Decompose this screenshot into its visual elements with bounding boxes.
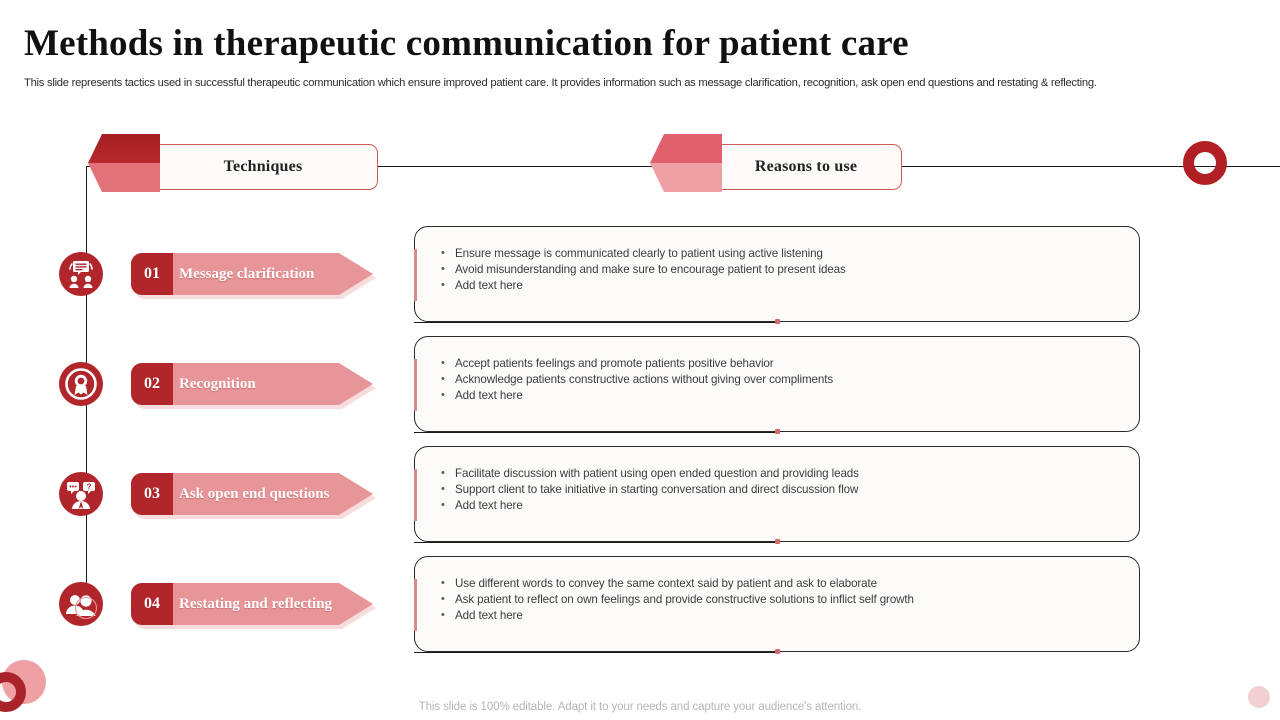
reasons-card-03: Facilitate discussion with patient using…	[414, 446, 1140, 542]
card-tick-marker-04	[775, 649, 780, 654]
reasons-list-02: Accept patients feelings and promote pat…	[415, 337, 1139, 405]
ribbon-top	[650, 134, 722, 163]
list-item: Ensure message is communicated clearly t…	[441, 245, 1139, 262]
card-tick-marker-01	[775, 319, 780, 324]
technique-bar-02[interactable]: 02 Recognition	[131, 363, 376, 409]
svg-text:?: ?	[87, 482, 92, 491]
list-item: Add text here	[441, 497, 1139, 514]
reasons-list-01: Ensure message is communicated clearly t…	[415, 227, 1139, 295]
technique-number-04: 04	[131, 583, 173, 625]
column-header-reasons-label: Reasons to use	[710, 144, 902, 190]
technique-label-02: Recognition	[179, 375, 256, 392]
award-medal-icon	[59, 362, 103, 406]
two-people-icon	[59, 582, 103, 626]
list-item: Avoid misunderstanding and make sure to …	[441, 261, 1139, 278]
reasons-card-04: Use different words to convey the same c…	[414, 556, 1140, 652]
list-item: Add text here	[441, 277, 1139, 294]
card-underline-04	[414, 652, 777, 653]
question-speech-bubble-icon: ?	[59, 472, 103, 516]
technique-bar-01[interactable]: 01 Message clarification	[131, 253, 376, 299]
page-subtitle: This slide represents tactics used in su…	[24, 77, 1097, 89]
card-accent-bar	[414, 469, 417, 521]
footer-note: This slide is 100% editable. Adapt it to…	[418, 701, 862, 713]
list-item: Acknowledge patients constructive action…	[441, 371, 1139, 388]
technique-number-03: 03	[131, 473, 173, 515]
column-header-techniques-label: Techniques	[148, 144, 378, 190]
card-underline-02	[414, 432, 777, 433]
technique-label-03: Ask open end questions	[179, 485, 330, 502]
decorative-ring-bottom-left	[0, 672, 26, 712]
card-tick-marker-02	[775, 429, 780, 434]
list-item: Use different words to convey the same c…	[441, 575, 1139, 592]
card-accent-bar	[414, 249, 417, 301]
technique-number-01: 01	[131, 253, 173, 295]
list-item: Accept patients feelings and promote pat…	[441, 355, 1139, 372]
ribbon-shape-reasons	[650, 134, 722, 192]
page-title: Methods in therapeutic communication for…	[24, 23, 909, 64]
card-underline-01	[414, 322, 777, 323]
card-accent-bar	[414, 359, 417, 411]
decorative-circle-bottom-right	[1248, 686, 1270, 708]
technique-label-01: Message clarification	[179, 265, 315, 282]
list-item: Ask patient to reflect on own feelings a…	[441, 591, 1139, 608]
technique-bar-04[interactable]: 04 Restating and reflecting	[131, 583, 376, 629]
card-accent-bar	[414, 579, 417, 631]
ribbon-bottom	[88, 163, 160, 192]
ribbon-bottom	[650, 163, 722, 192]
reasons-card-02: Accept patients feelings and promote pat…	[414, 336, 1140, 432]
decorative-ring-right	[1183, 141, 1227, 185]
card-tick-marker-03	[775, 539, 780, 544]
technique-bar-03[interactable]: 03 Ask open end questions	[131, 473, 376, 519]
reasons-list-03: Facilitate discussion with patient using…	[415, 447, 1139, 515]
card-underline-03	[414, 542, 777, 543]
technique-number-02: 02	[131, 363, 173, 405]
list-item: Add text here	[441, 607, 1139, 624]
reasons-list-04: Use different words to convey the same c…	[415, 557, 1139, 625]
reasons-card-01: Ensure message is communicated clearly t…	[414, 226, 1140, 322]
message-clarification-icon	[59, 252, 103, 296]
list-item: Add text here	[441, 387, 1139, 404]
ribbon-shape-techniques	[88, 134, 160, 192]
list-item: Support client to take initiative in sta…	[441, 481, 1139, 498]
list-item: Facilitate discussion with patient using…	[441, 465, 1139, 482]
ribbon-top	[88, 134, 160, 163]
technique-label-04: Restating and reflecting	[179, 595, 333, 612]
